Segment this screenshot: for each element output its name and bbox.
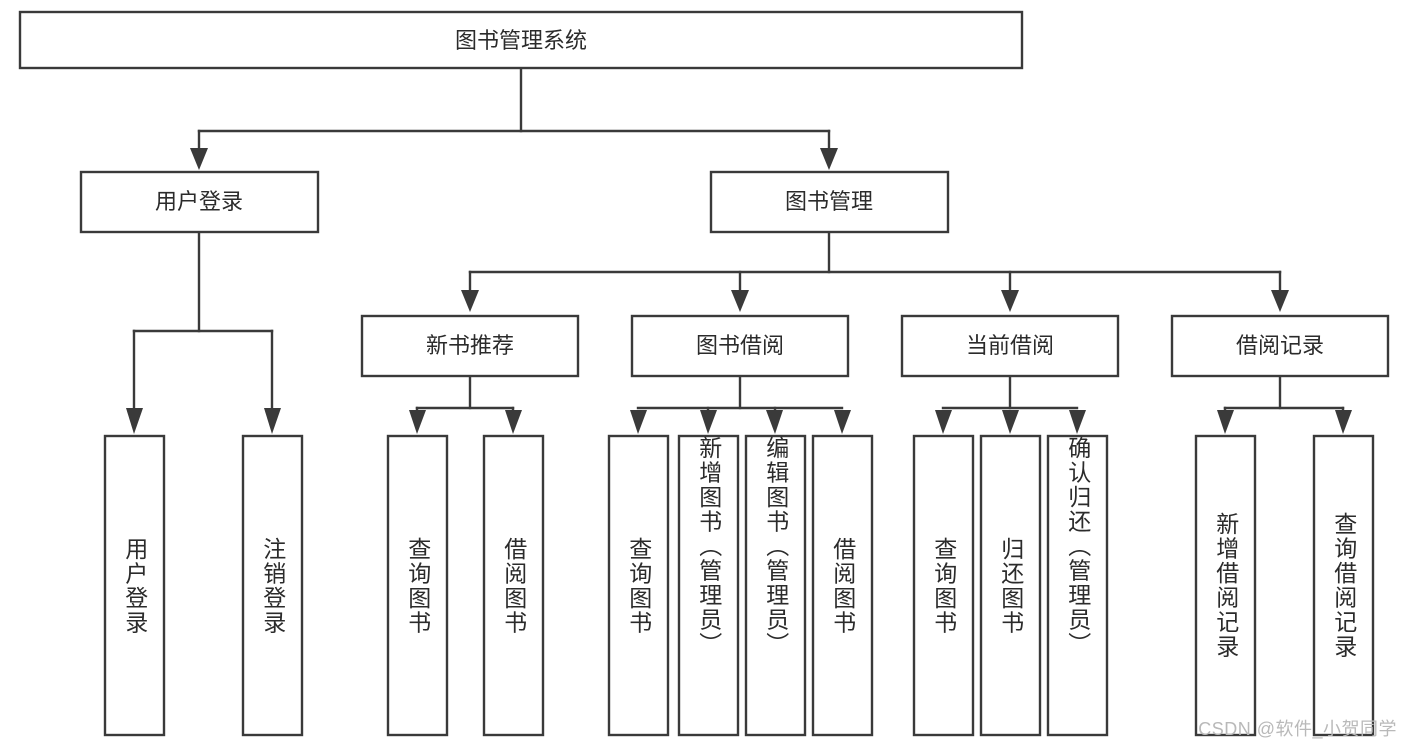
- arrow-head-currentborrow-leaf2: [1002, 410, 1019, 434]
- leaf-box-group: [103, 434, 1375, 737]
- node-book-manage[interactable]: 图书管理: [709, 170, 950, 234]
- leaf-box-newbook-query[interactable]: [386, 434, 449, 737]
- leaf-box-user-login[interactable]: [103, 434, 166, 737]
- node-book-manage-label: 图书管理: [785, 189, 873, 214]
- node-borrow-records[interactable]: 借阅记录: [1170, 314, 1390, 378]
- arrow-head-leaf-logout: [264, 408, 281, 434]
- leaf-box-bookborrow-query[interactable]: [607, 434, 670, 737]
- node-book-borrow-label: 图书借阅: [696, 333, 784, 358]
- node-user-login-label: 用户登录: [155, 189, 243, 214]
- leaf-box-record-add[interactable]: [1194, 434, 1257, 737]
- node-user-login[interactable]: 用户登录: [79, 170, 320, 234]
- leaf-box-bookborrow-add[interactable]: [677, 434, 740, 737]
- node-new-book-recommend[interactable]: 新书推荐: [360, 314, 580, 378]
- node-user-login-box[interactable]: [79, 170, 320, 234]
- node-root[interactable]: 图书管理系统: [18, 10, 1024, 70]
- leaf-box-current-confirm[interactable]: [1046, 434, 1109, 737]
- arrow-head-borrowrecord-leaf1: [1217, 410, 1234, 434]
- arrow-head-bookborrow-leaf2: [700, 410, 717, 434]
- leaf-box-bookborrow-edit[interactable]: [744, 434, 807, 737]
- leaf-box-record-query[interactable]: [1312, 434, 1375, 737]
- node-new-book-recommend-label: 新书推荐: [426, 333, 514, 358]
- arrow-head-bookborrow-leaf4: [834, 410, 851, 434]
- node-current-borrow-box[interactable]: [900, 314, 1120, 378]
- arrow-head-book-borrow: [731, 290, 749, 312]
- arrow-head-bookborrow-leaf1: [630, 410, 647, 434]
- arrow-head-newbook-leaf1: [409, 410, 426, 434]
- arrow-head-borrow-record: [1271, 290, 1289, 312]
- node-book-borrow[interactable]: 图书借阅: [630, 314, 850, 378]
- leaf-box-logout[interactable]: [241, 434, 304, 737]
- node-borrow-records-label: 借阅记录: [1236, 333, 1324, 358]
- watermark: CSDN @软件_小贺同学: [1198, 719, 1397, 739]
- arrow-head-new-book: [461, 290, 479, 312]
- connector-group: [126, 66, 1352, 434]
- arrow-head-book-manage: [820, 148, 838, 170]
- arrow-head-bookborrow-leaf3: [766, 410, 783, 434]
- node-root-label: 图书管理系统: [455, 28, 587, 53]
- leaf-box-current-return[interactable]: [979, 434, 1042, 737]
- arrow-head-user-login: [190, 148, 208, 170]
- node-borrow-records-box[interactable]: [1170, 314, 1390, 378]
- arrow-head-newbook-leaf2: [505, 410, 522, 434]
- node-current-borrow[interactable]: 当前借阅: [900, 314, 1120, 378]
- leaf-box-newbook-borrow[interactable]: [482, 434, 545, 737]
- node-new-book-recommend-box[interactable]: [360, 314, 580, 378]
- node-current-borrow-label: 当前借阅: [966, 333, 1054, 358]
- arrow-head-currentborrow-leaf3: [1069, 410, 1086, 434]
- node-book-borrow-box[interactable]: [630, 314, 850, 378]
- arrow-head-leaf-user-login: [126, 408, 143, 434]
- leaf-box-bookborrow-borrow[interactable]: [811, 434, 874, 737]
- node-book-manage-box[interactable]: [709, 170, 950, 234]
- arrow-head-borrowrecord-leaf2: [1335, 410, 1352, 434]
- leaf-box-current-query[interactable]: [912, 434, 975, 737]
- arrow-head-current-borrow: [1001, 290, 1019, 312]
- arrow-head-currentborrow-leaf1: [935, 410, 952, 434]
- node-root-box[interactable]: [18, 10, 1024, 70]
